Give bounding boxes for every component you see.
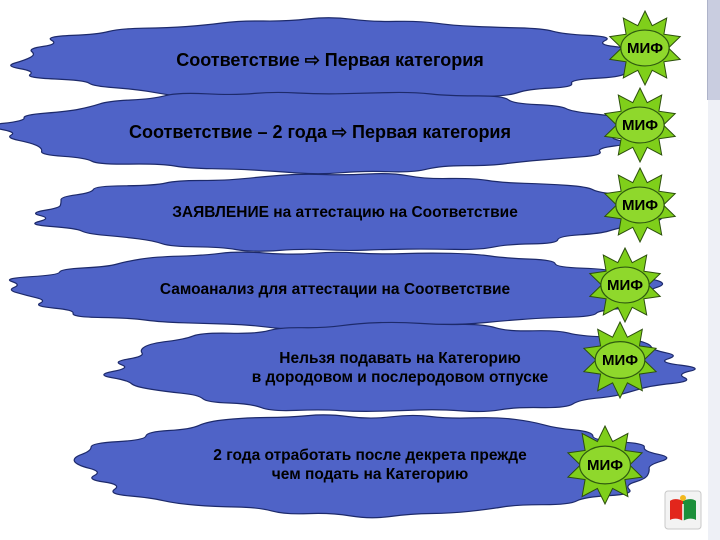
myth-badge-label: МИФ — [586, 456, 624, 474]
myth-statement: 2 года отработать после декрета прежде ч… — [213, 446, 527, 483]
myth-cloud-shape — [34, 173, 662, 252]
book-logo-icon — [664, 490, 702, 530]
myth-badge: МИФ — [564, 424, 646, 506]
myth-cloud-shape — [8, 251, 664, 331]
myth-statement: Нельзя подавать на Категорию в дородовом… — [251, 349, 549, 386]
myth-badge-label: МИФ — [621, 116, 659, 134]
scrollbar[interactable] — [707, 0, 720, 540]
myth-badge-label: МИФ — [606, 276, 644, 294]
myth-badge: МИФ — [580, 320, 660, 400]
myth-cloud-shape — [0, 91, 637, 175]
myth-statement: Самоанализ для аттестации на Соответстви… — [159, 281, 511, 299]
scrollbar-thumb[interactable] — [707, 0, 720, 100]
myth-badge-label: МИФ — [621, 196, 659, 214]
myth-badge: МИФ — [601, 166, 679, 244]
myth-statement: ЗАЯВЛЕНИЕ на аттестацию на Соответствие — [172, 204, 518, 222]
myth-cloud-shape — [73, 414, 668, 519]
myth-statement: Соответствие ⇨ Первая категория — [176, 49, 484, 70]
myth-badge: МИФ — [586, 246, 664, 324]
myth-badge-label: МИФ — [601, 351, 639, 369]
myth-statement: Соответствие – 2 года ⇨ Первая категория — [128, 121, 512, 142]
myth-badge: МИФ — [601, 86, 679, 164]
myth-cloud-shape — [103, 321, 696, 413]
myth-badge-label: МИФ — [626, 39, 664, 57]
myth-badge: МИФ — [606, 9, 684, 87]
